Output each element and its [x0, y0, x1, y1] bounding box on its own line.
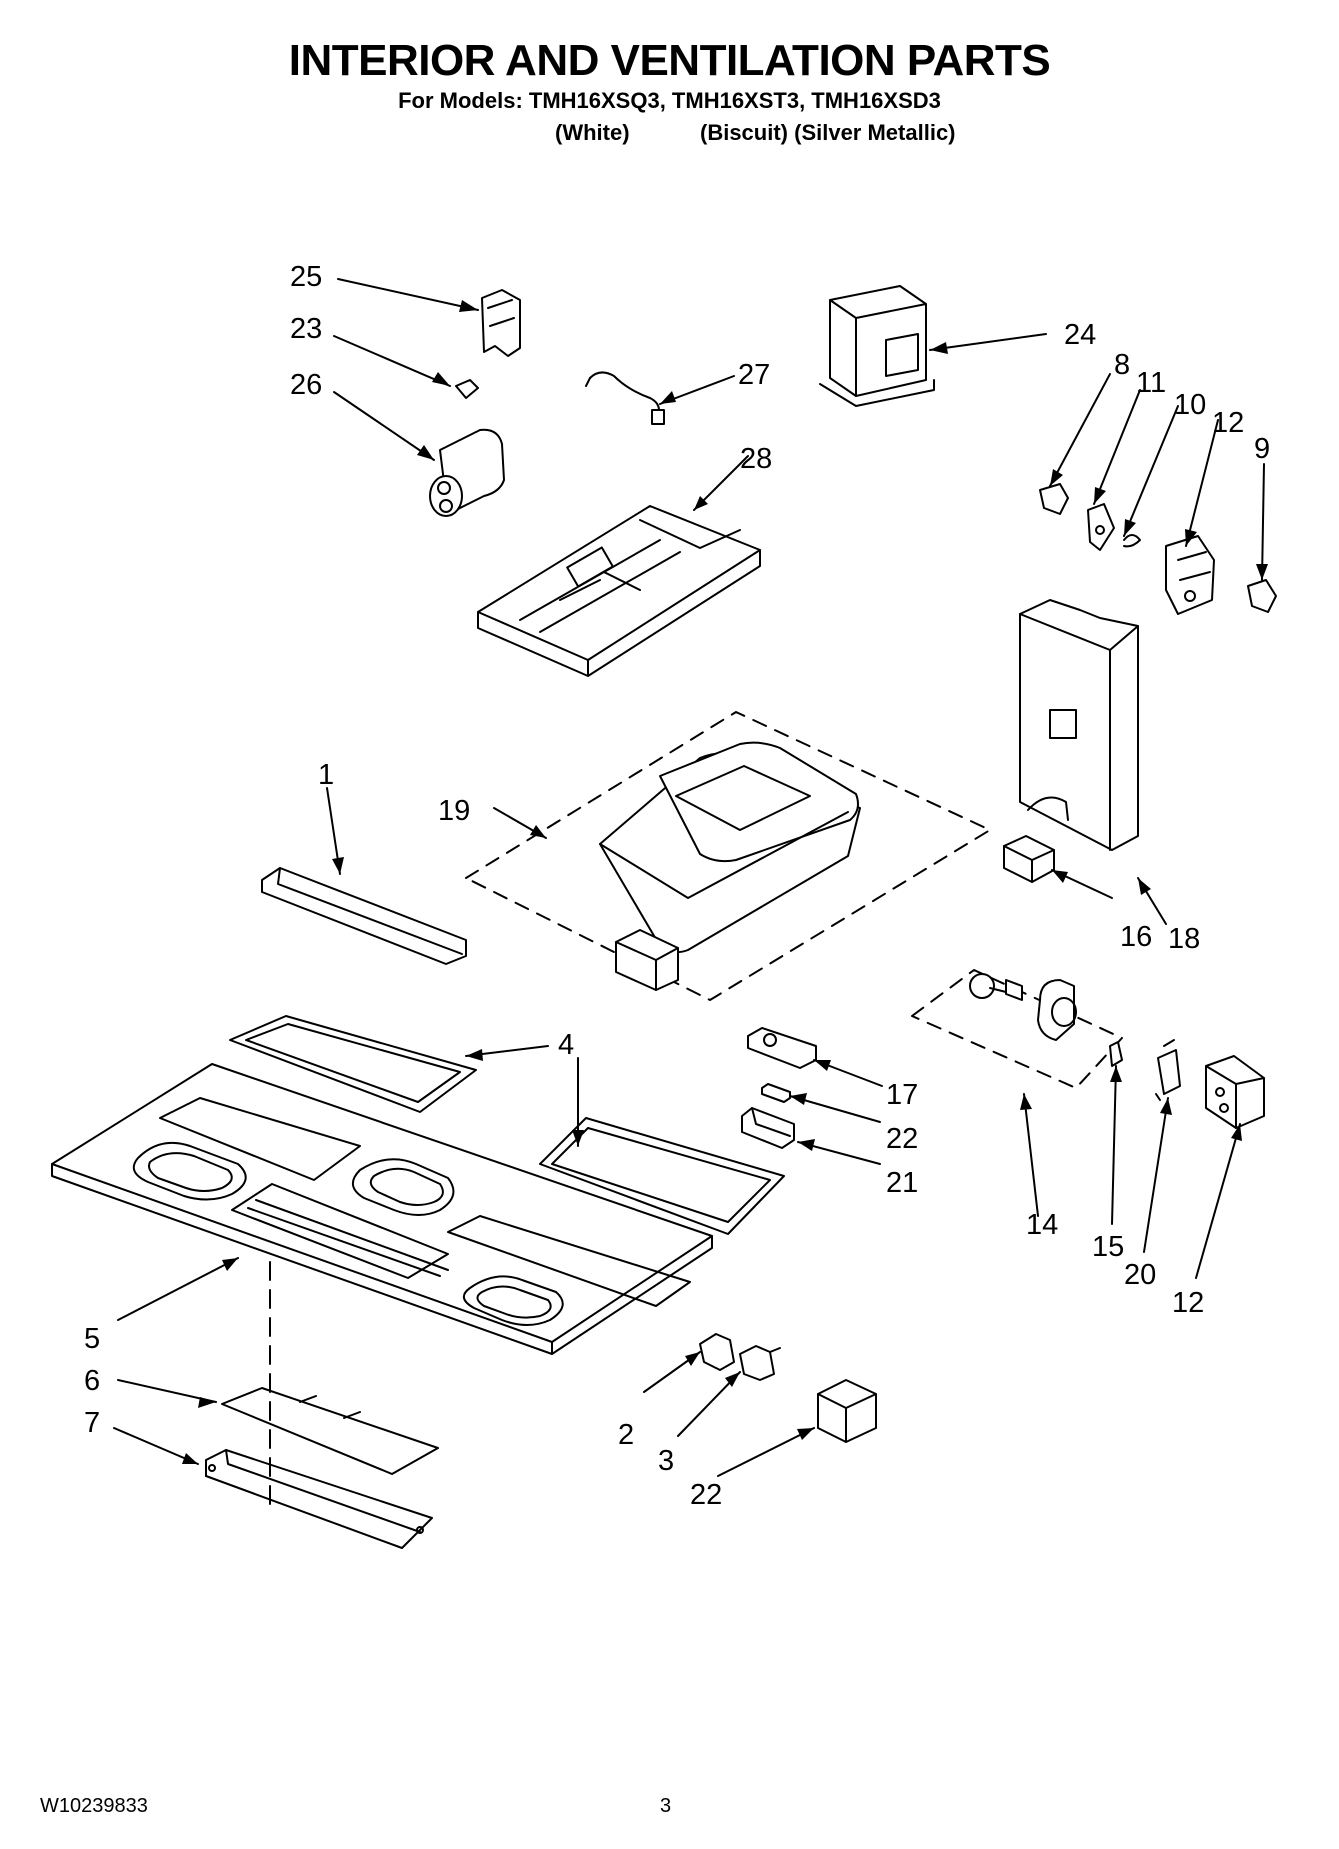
callout-26: 26 [290, 369, 322, 401]
part-18-waveguide-cover [599, 741, 861, 954]
callout-28: 28 [740, 443, 772, 475]
part-19-switch [1155, 1039, 1181, 1101]
callout-7: 7 [84, 1407, 100, 1439]
callout-3: 3 [658, 1445, 674, 1477]
arrowheads [182, 300, 1268, 1464]
callout-5: 5 [84, 1323, 100, 1355]
callout-8: 8 [1114, 349, 1130, 381]
part-1-vent-strip [261, 867, 467, 965]
callout-22: 22 [690, 1479, 722, 1511]
callout-14: 15 [1092, 1231, 1124, 1263]
part-28-mounting-plate [477, 505, 761, 677]
callout-21: 22 [886, 1123, 918, 1155]
part-25-bracket [481, 289, 521, 357]
part-17-air-duct [1019, 599, 1139, 851]
callout-11: 11 [1136, 367, 1166, 399]
part-23-connector [455, 379, 479, 399]
part-5-bottom-plate [51, 1063, 713, 1355]
callout-12-upper: 12 [1212, 407, 1244, 439]
part-4-filter-left [229, 1015, 477, 1113]
part-24-transformer [819, 285, 935, 407]
callout-1: 1 [318, 759, 334, 791]
models-line: For Models: TMH16XSQ3, TMH16XST3, TMH16X… [398, 88, 941, 113]
callout-18: 19 [438, 795, 470, 827]
color-white: (White) [555, 120, 630, 145]
callout-24: 24 [1064, 319, 1096, 351]
part-13-motor [969, 973, 1077, 1041]
part-3-lamp-socket [739, 1345, 781, 1381]
part-16-thermostat-bracket [747, 1027, 817, 1069]
assembly-13-boundary [911, 969, 1123, 1089]
page-title: INTERIOR AND VENTILATION PARTS [288, 36, 1051, 85]
part-18-bracket [615, 929, 679, 991]
part-8-switch [1039, 483, 1069, 515]
part-7-lamp-tray [205, 1449, 433, 1549]
part-14-fuse-holder [1109, 1041, 1123, 1067]
part-15-block [1003, 835, 1055, 883]
callout-9: 9 [1254, 433, 1270, 465]
callout-13: 14 [1026, 1209, 1058, 1241]
part-12-interlock-switch-lower [1205, 1055, 1265, 1129]
part-22-relay-block [817, 1379, 877, 1443]
callout-15: 16 [1120, 921, 1152, 953]
part-9-switch [1247, 579, 1277, 613]
part-27-thermal-fuse-wire [585, 371, 665, 425]
color-biscuit-silver: (Biscuit) (Silver Metallic) [700, 120, 956, 145]
part-2-lamp [699, 1333, 735, 1371]
callout-27: 27 [738, 359, 770, 391]
callout-17: 18 [1168, 923, 1200, 955]
part-10-spring [1123, 534, 1141, 548]
callout-20: 21 [886, 1167, 918, 1199]
callout-4-left: 4 [558, 1029, 574, 1061]
callout-10: 10 [1174, 389, 1206, 421]
part-6-cover-plate [221, 1387, 439, 1475]
part-21-fuse [761, 1083, 791, 1103]
callout-19: 20 [1124, 1259, 1156, 1291]
part-20-fuse-holder [741, 1107, 795, 1149]
part-11-actuator [1087, 503, 1115, 551]
part-12-interlock-switch [1165, 535, 1215, 615]
callout-labels: 25 23 26 27 28 24 8 11 10 12 9 18 16 1 1… [84, 261, 1270, 1511]
callout-6: 6 [84, 1365, 100, 1397]
callout-2: 2 [618, 1419, 634, 1451]
callout-12-lower: 12 [1172, 1287, 1204, 1319]
callout-23: 23 [290, 313, 322, 345]
part-26-capacitor [429, 428, 505, 517]
callout-16: 17 [886, 1079, 918, 1111]
page-number: 3 [660, 1795, 672, 1817]
document-number: W10239833 [40, 1795, 148, 1817]
callout-25: 25 [290, 261, 322, 293]
